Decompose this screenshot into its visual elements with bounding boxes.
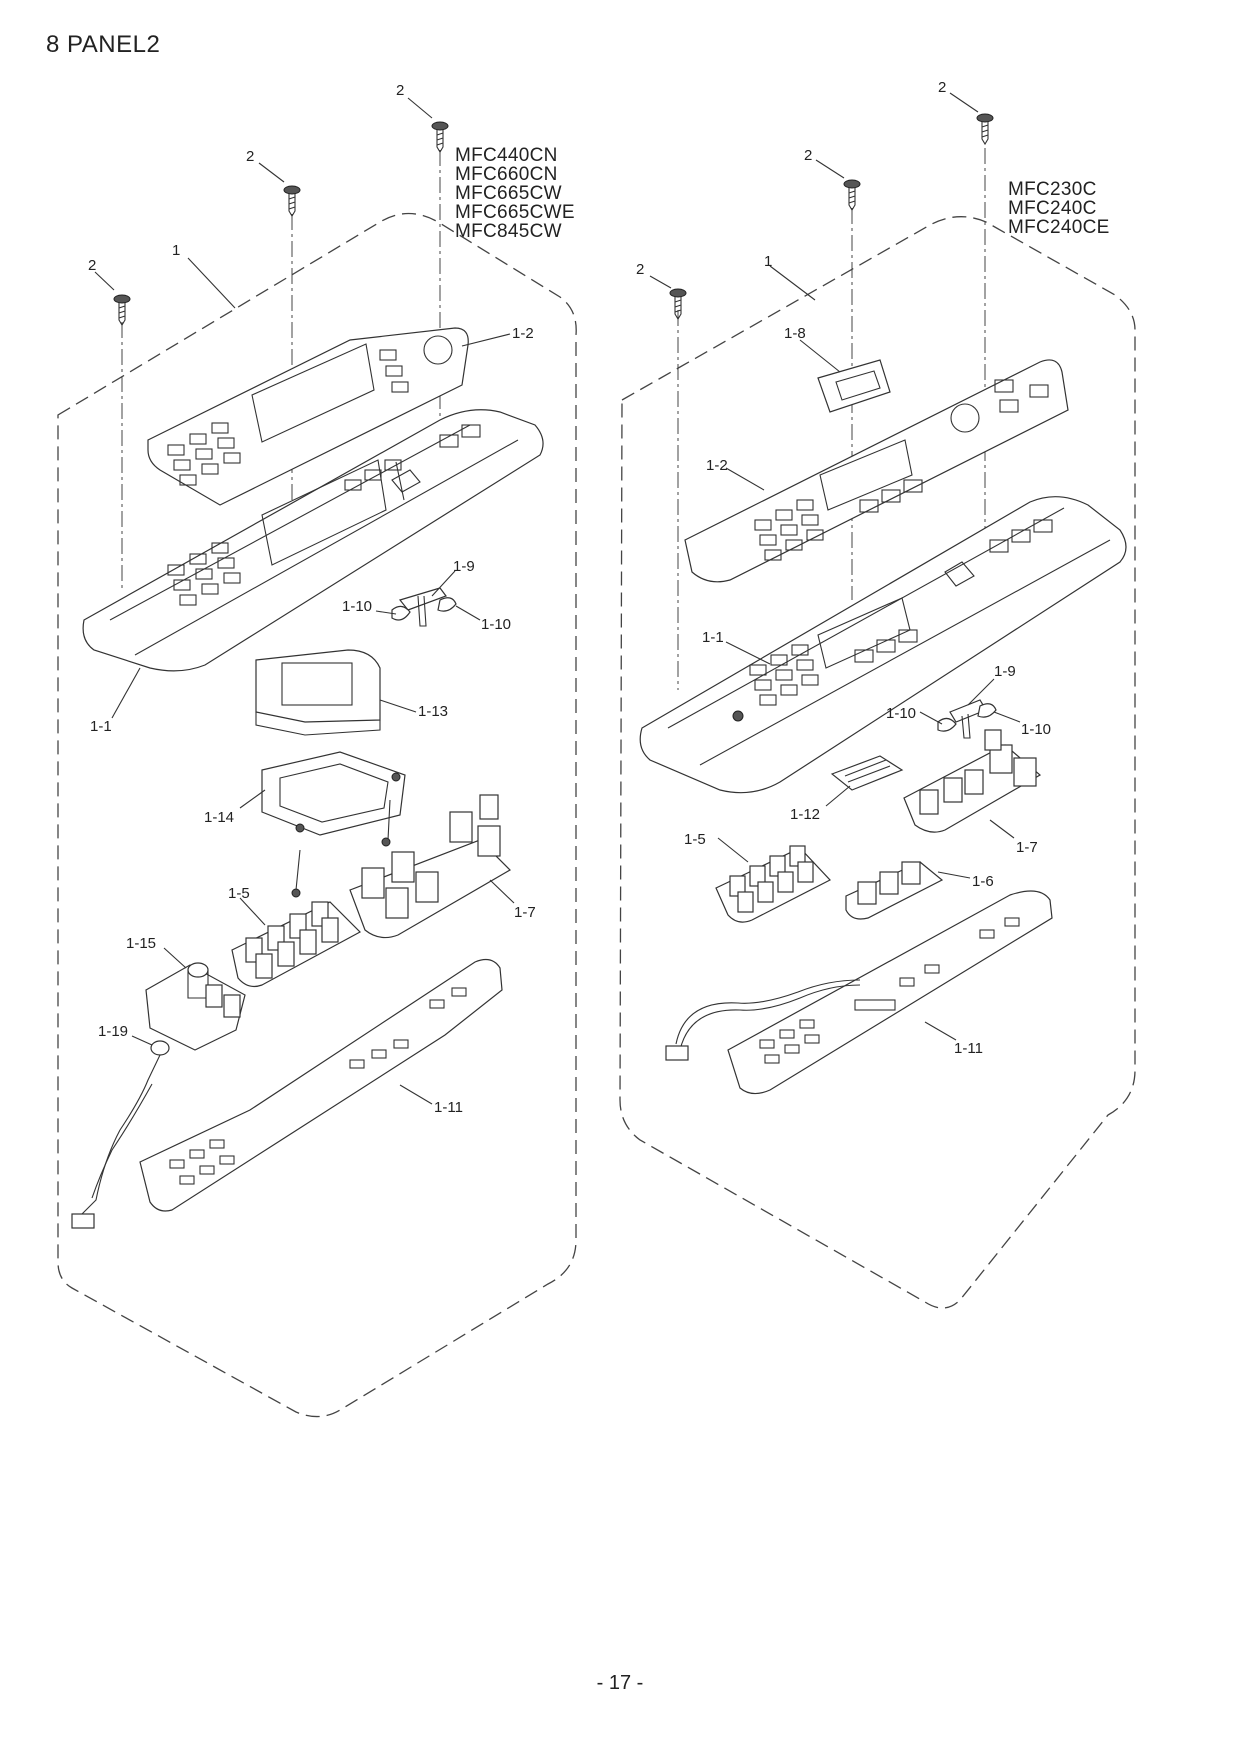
model-name: MFC665CWE [455, 202, 575, 223]
callout-label: 1-10 [481, 616, 511, 633]
callout-label: 1-9 [994, 663, 1016, 680]
callout-label: 1-7 [514, 904, 536, 921]
panel-overlay-part [684, 359, 1069, 583]
screw-icon [976, 113, 994, 146]
lcd-part [830, 755, 904, 791]
screw-icon [431, 121, 449, 154]
callout-label: 1-12 [790, 806, 820, 823]
panel-cover-part [639, 496, 1127, 794]
model-name: MFC845CW [455, 221, 562, 242]
lcd-window-part [817, 359, 891, 413]
model-name: MFC240CE [1008, 217, 1110, 238]
callout-label: 1 [764, 253, 772, 270]
key-rubber-part [903, 729, 1042, 833]
screw-icon [283, 185, 301, 218]
speaker-part [71, 1040, 170, 1229]
callout-label: 1-14 [204, 809, 234, 826]
left-assembly: 2 2 2 1 1-2 1-1 1-9 1-10 1-10 1-13 [57, 82, 577, 1418]
callout-label: 1-19 [98, 1023, 128, 1040]
callout-label: 1-5 [684, 831, 706, 848]
key-rubber-part [231, 901, 361, 988]
callout-label: 1-10 [886, 705, 916, 722]
model-name: MFC230C [1008, 179, 1097, 200]
pcb-part [139, 958, 503, 1212]
spring-part [437, 597, 457, 612]
callout-label: 1-11 [434, 1099, 463, 1116]
model-name: MFC665CW [455, 183, 562, 204]
model-name: MFC440CN [455, 145, 558, 166]
callout-label: 1-5 [228, 885, 250, 902]
callout-label: 1-11 [954, 1040, 983, 1057]
lcd-part [255, 649, 381, 736]
right-assembly: 2 2 2 1 1-8 1-2 1-1 1-9 1-10 1-10 [619, 79, 1136, 1309]
callout-label: 1-10 [1021, 721, 1051, 738]
page-number: - 17 - [596, 1672, 644, 1694]
spring-part [937, 717, 957, 732]
page-title: 8 PANEL2 [46, 31, 161, 58]
screw-icon [669, 288, 687, 321]
left-assembly-boundary [57, 212, 577, 1418]
callout-label: 2 [938, 79, 946, 96]
callout-label: 2 [804, 147, 812, 164]
joystick-board-part [145, 962, 246, 1051]
callout-label: 1-8 [784, 325, 806, 342]
left-callouts: 2 2 2 1 1-2 1-1 1-9 1-10 1-10 1-13 [88, 82, 536, 1116]
right-assembly-boundary [619, 216, 1136, 1309]
callout-label: 1-7 [1016, 839, 1038, 856]
pcb-part [665, 890, 1053, 1095]
spring-part [977, 703, 997, 718]
right-callouts: 2 2 2 1 1-8 1-2 1-1 1-9 1-10 1-10 [636, 79, 1051, 1057]
panel-cover-part [82, 409, 544, 672]
panel-overlay-part [147, 327, 469, 506]
model-name: MFC660CN [455, 164, 558, 185]
right-model-list: MFC230C MFC240C MFC240CE [1008, 180, 1110, 237]
callout-label: 1-9 [453, 558, 475, 575]
callout-label: 1 [172, 242, 180, 259]
left-model-list: MFC440CN MFC660CN MFC665CW MFC665CWE MFC… [455, 146, 575, 241]
callout-label: 1-2 [512, 325, 534, 342]
lcd-holder-part [261, 751, 406, 898]
callout-label: 2 [636, 261, 644, 278]
callout-label: 1-6 [972, 873, 994, 890]
callout-label: 2 [396, 82, 404, 99]
key-rubber-part [715, 845, 831, 923]
callout-label: 1-2 [706, 457, 728, 474]
callout-label: 1-1 [702, 629, 724, 646]
screw-icon [843, 179, 861, 212]
callout-label: 2 [246, 148, 254, 165]
model-name: MFC240C [1008, 198, 1097, 219]
screw-icon [113, 294, 131, 327]
key-rubber-part [845, 861, 944, 920]
key-rubber-part [349, 794, 511, 939]
callout-label: 1-15 [126, 935, 156, 952]
callout-label: 2 [88, 257, 96, 274]
spring-part [391, 605, 411, 621]
callout-label: 1-13 [418, 703, 448, 720]
callout-label: 1-10 [342, 598, 372, 615]
callout-label: 1-1 [90, 718, 112, 735]
